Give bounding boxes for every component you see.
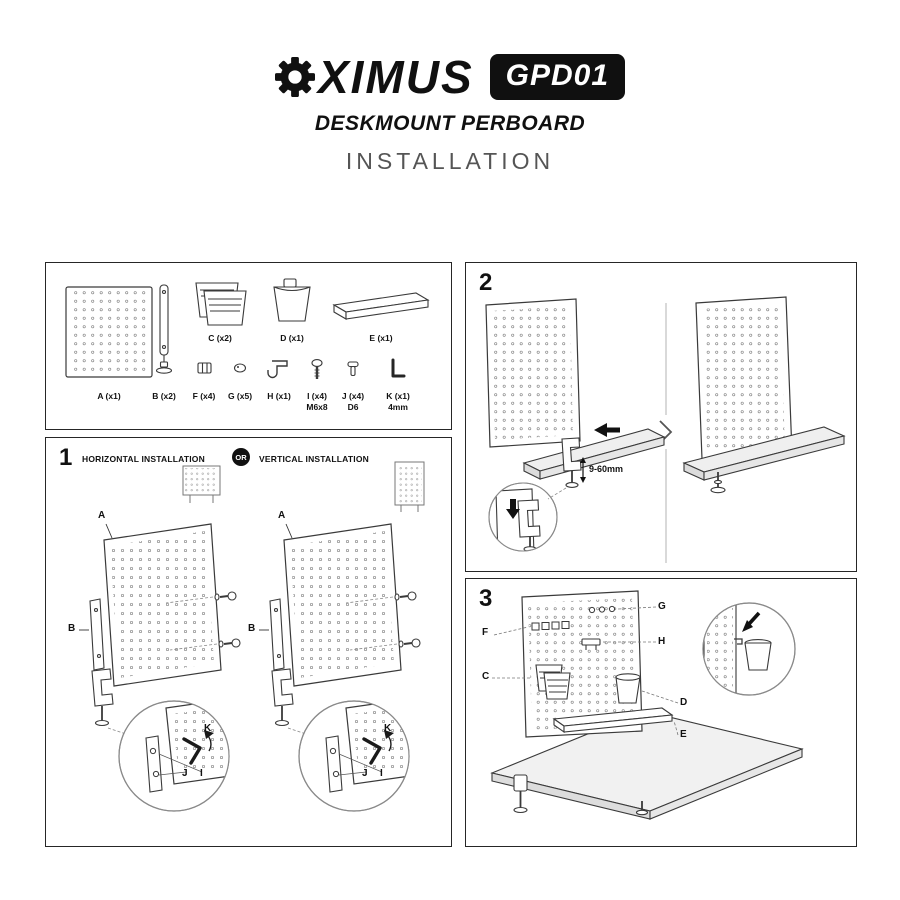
part-spec-j: D6 xyxy=(347,402,359,412)
step3-number: 3 xyxy=(479,585,493,612)
callout-a-vertical: A xyxy=(278,510,286,521)
horizontal-thumbnail xyxy=(182,465,221,503)
pegboard-before-illustration xyxy=(485,298,581,448)
callout-a-horizontal: A xyxy=(98,510,106,521)
callout-e: E xyxy=(680,729,687,740)
d-cup-on-board xyxy=(615,673,641,704)
part-spec-k: 4mm xyxy=(388,402,408,412)
clamp-foot-right xyxy=(635,801,649,816)
screws-vertical xyxy=(394,591,421,648)
vertical-thumbnail xyxy=(394,461,425,512)
g-pins-on-board xyxy=(588,605,616,614)
part-label-e: E (x1) xyxy=(369,333,393,343)
bracket-clamp-vertical xyxy=(269,598,294,727)
logo-row: XIMUS GPD01 xyxy=(0,54,900,100)
step-2-panel: 2 9-60mm xyxy=(465,262,857,572)
callout-b-vertical: B xyxy=(248,623,256,634)
step-1-panel: 1 HORIZONTAL INSTALLATION OR VERTICAL IN… xyxy=(45,437,452,847)
callout-f: F xyxy=(482,627,489,638)
part-label-k: K (x1) xyxy=(386,391,410,401)
installation-title: INSTALLATION xyxy=(345,148,555,174)
shelf-e-illustration xyxy=(332,292,430,320)
pegboard-a-illustration xyxy=(65,286,153,378)
leader-lines xyxy=(492,606,679,736)
screws-horizontal xyxy=(214,591,241,648)
model-badge: GPD01 xyxy=(489,54,626,100)
thickness-dimension-arrow xyxy=(580,457,586,483)
callout-i-horizontal: I xyxy=(200,768,203,779)
f-clips-on-board xyxy=(531,621,570,631)
allen-key-vertical xyxy=(362,737,382,765)
brand-wordmark: XIMUS xyxy=(317,51,474,103)
callout-h: H xyxy=(658,636,666,647)
plug-j-illustration xyxy=(347,361,359,377)
part-label-g: G (x5) xyxy=(227,391,253,401)
desk-after-illustration xyxy=(682,426,846,481)
callout-j-vertical: J xyxy=(362,768,368,779)
c-containers-on-board xyxy=(535,664,571,700)
pegboard-vertical-illustration xyxy=(283,523,402,687)
product-title: DESKMOUNT PERBOARD xyxy=(314,112,586,135)
parts-panel: A (x1) B (x2) C (x2) D (x1) E (x1) F (x4… xyxy=(45,262,452,430)
callout-i-vertical: I xyxy=(380,768,383,779)
step-3-panel: 3 F G H C D E xyxy=(465,578,857,847)
gear-icon xyxy=(274,57,315,97)
part-label-f: F (x4) xyxy=(192,391,216,401)
slide-direction-arrow xyxy=(594,423,620,437)
part-label-d: D (x1) xyxy=(280,333,304,343)
clamp-foot-left xyxy=(513,774,528,814)
clamp-range-label: 9-60mm xyxy=(589,464,624,474)
step2-illustration xyxy=(485,296,846,563)
callout-b-horizontal: B xyxy=(68,623,76,634)
clamp-knob-after xyxy=(710,472,726,494)
hook-h-illustration xyxy=(267,360,288,379)
brand-logo: XIMUS xyxy=(274,51,474,103)
part-label-j: J (x4) xyxy=(341,391,365,401)
vertical-installation-label: VERTICAL INSTALLATION xyxy=(259,454,369,464)
header: XIMUS GPD01 DESKMOUNT PERBOARD INSTALLAT… xyxy=(0,54,900,175)
horizontal-installation-label: HORIZONTAL INSTALLATION xyxy=(82,454,205,464)
pegboard-horizontal-illustration xyxy=(103,523,222,687)
part-spec-i: M6x8 xyxy=(306,402,328,412)
e-shelf-on-board xyxy=(552,707,674,734)
callout-k-horizontal: K xyxy=(204,723,212,734)
part-label-c: C (x2) xyxy=(208,333,232,343)
clip-f-illustration xyxy=(197,362,212,374)
desk-illustration xyxy=(490,710,804,820)
step1-illustration xyxy=(79,461,425,812)
callout-k-vertical: K xyxy=(384,723,392,734)
callout-d: D xyxy=(680,697,688,708)
allen-key-k-illustration xyxy=(391,358,406,378)
step3-illustration xyxy=(490,590,804,820)
h-hook-on-board xyxy=(581,638,601,650)
callout-j-horizontal: J xyxy=(182,768,188,779)
callout-g: G xyxy=(658,601,666,612)
parts-illustration xyxy=(65,278,430,379)
step1-number: 1 xyxy=(59,444,73,471)
pegboard-after-illustration xyxy=(695,296,793,460)
part-label-i: I (x4) xyxy=(307,391,327,401)
bracket-b-illustration xyxy=(155,284,173,374)
clamp-before-illustration xyxy=(561,437,582,488)
screw-i-illustration xyxy=(311,359,323,379)
pin-g-illustration xyxy=(233,363,247,373)
container-c-illustration xyxy=(195,282,247,326)
callout-c: C xyxy=(482,671,490,682)
bracket-clamp-horizontal xyxy=(89,598,114,727)
part-label-h: H (x1) xyxy=(267,391,291,401)
step2-number: 2 xyxy=(479,269,493,296)
press-down-arrow xyxy=(506,499,520,519)
allen-key-horizontal xyxy=(182,737,202,765)
cup-d-illustration xyxy=(273,278,311,322)
or-badge: OR xyxy=(232,448,250,466)
part-label-a: A (x1) xyxy=(97,391,121,401)
part-label-b: B (x2) xyxy=(152,391,176,401)
